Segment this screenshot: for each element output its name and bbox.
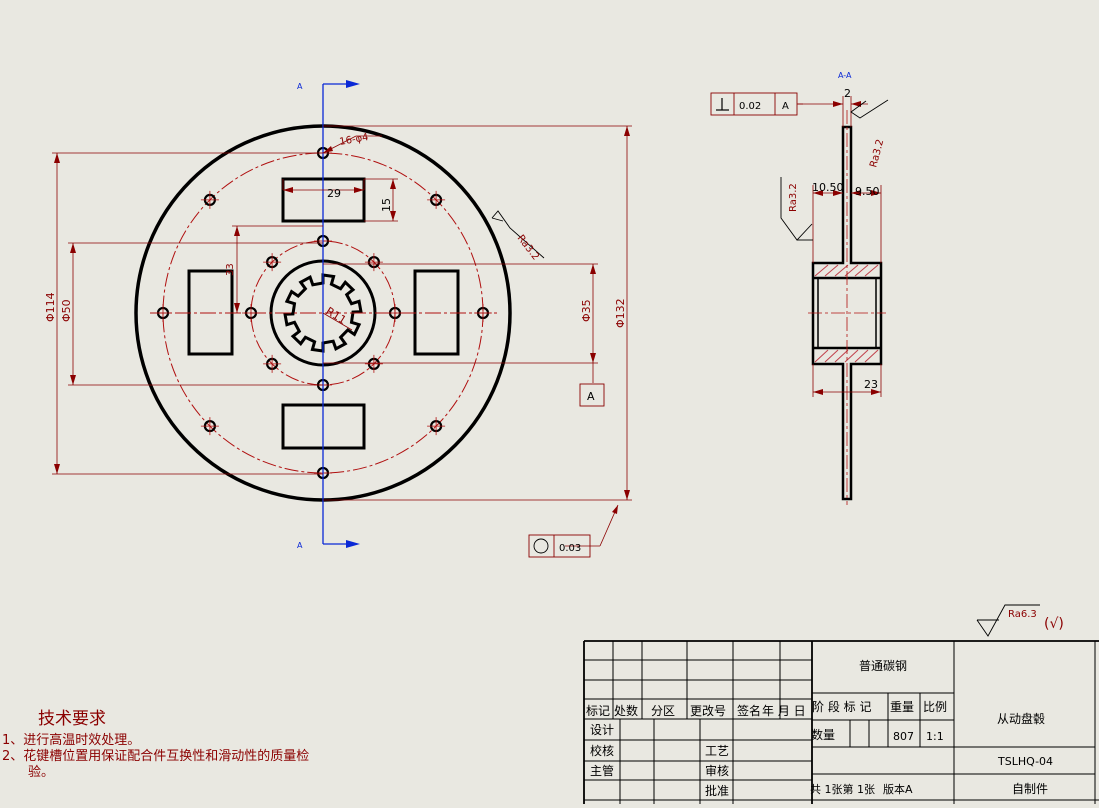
- section-label-top: A: [297, 82, 303, 91]
- roughness-left-label: Ra3.2: [788, 183, 799, 212]
- role-manager: 主管: [590, 763, 614, 778]
- role-check: 校核: [590, 743, 614, 758]
- dim-hub-length: 23: [864, 378, 878, 391]
- section-arrow-bottom-head: [346, 540, 360, 548]
- role-review: 审核: [705, 763, 729, 778]
- section-label-bottom: A: [297, 541, 303, 550]
- header-count: 处数: [614, 703, 638, 718]
- dim-thickness: 2: [844, 87, 851, 100]
- header-mark: 标记: [586, 704, 610, 718]
- section-view-title: A-A: [838, 71, 852, 80]
- circularity-frame: [528, 534, 591, 558]
- part-name: 从动盘毂: [997, 711, 1045, 726]
- surface-finish-note: Ra6.3 (√): [976, 604, 1064, 637]
- dim-holes: 16-φ4: [339, 132, 370, 148]
- material: 普通碳钢: [859, 659, 907, 673]
- make-type: 自制件: [1012, 782, 1048, 796]
- quantity-label: 数量: [811, 727, 835, 742]
- scale-value: 1:1: [926, 730, 944, 743]
- title-block-text: 普通碳钢 从动盘毂 TSLHQ-04 自制件 标记 处数 分区 更改号 签名 年…: [586, 659, 1053, 798]
- role-approve: 批准: [705, 783, 729, 798]
- header-zone: 分区: [651, 704, 675, 718]
- perpendicularity-frame: [710, 92, 803, 116]
- requirements-title: 技术要求: [38, 709, 106, 729]
- dim-dia-50: Φ50: [60, 299, 73, 322]
- header-sign: 签名: [737, 703, 761, 718]
- dim-slot-length: 29: [327, 187, 341, 200]
- section-arrow-top-head: [346, 80, 360, 88]
- title-block: [583, 640, 1099, 804]
- dim-dia-35: Φ35: [580, 299, 593, 322]
- dim-offset: 33: [225, 263, 236, 276]
- weight-label: 重量: [890, 700, 914, 714]
- section-view: A-A: [710, 71, 889, 505]
- role-design: 设计: [590, 723, 614, 737]
- surface-finish-roughness: Ra6.3: [1008, 609, 1037, 620]
- weight-value: 807: [893, 730, 914, 743]
- header-change-no: 更改号: [690, 704, 726, 718]
- perpendicularity-datum: A: [782, 101, 789, 112]
- perpendicularity-tolerance: 0.02: [739, 101, 761, 112]
- requirement-2: 2、花键槽位置用保证配合件互换性和滑动性的质量检: [2, 748, 309, 764]
- stage-label: 阶 段 标 记: [812, 699, 871, 714]
- version: 版本A: [883, 782, 913, 796]
- header-date: 年 月 日: [762, 704, 806, 718]
- requirement-1: 1、进行高温时效处理。: [2, 732, 140, 748]
- circularity-value: 0.03: [559, 543, 581, 554]
- datum-a-label: A: [587, 390, 595, 403]
- requirement-3: 验。: [28, 764, 54, 780]
- dim-slot-width: 15: [380, 198, 393, 212]
- sheet-info: 共 1张第 1张: [810, 782, 875, 796]
- scale-label: 比例: [923, 700, 947, 714]
- drawing-number: TSLHQ-04: [997, 755, 1053, 768]
- technical-requirements: 技术要求 1、进行高温时效处理。 2、花键槽位置用保证配合件互换性和滑动性的质量…: [2, 709, 309, 780]
- dim-dia-132: Φ132: [614, 298, 627, 328]
- datum-a-box: [579, 383, 605, 407]
- dim-offset-left: 10.50: [812, 181, 844, 194]
- dim-dia-114: Φ114: [44, 292, 57, 322]
- dim-offset-right: 9.50: [855, 185, 880, 198]
- role-process: 工艺: [705, 744, 729, 758]
- roughness-symbol-face: [491, 210, 545, 259]
- surface-finish-suffix: (√): [1044, 616, 1064, 632]
